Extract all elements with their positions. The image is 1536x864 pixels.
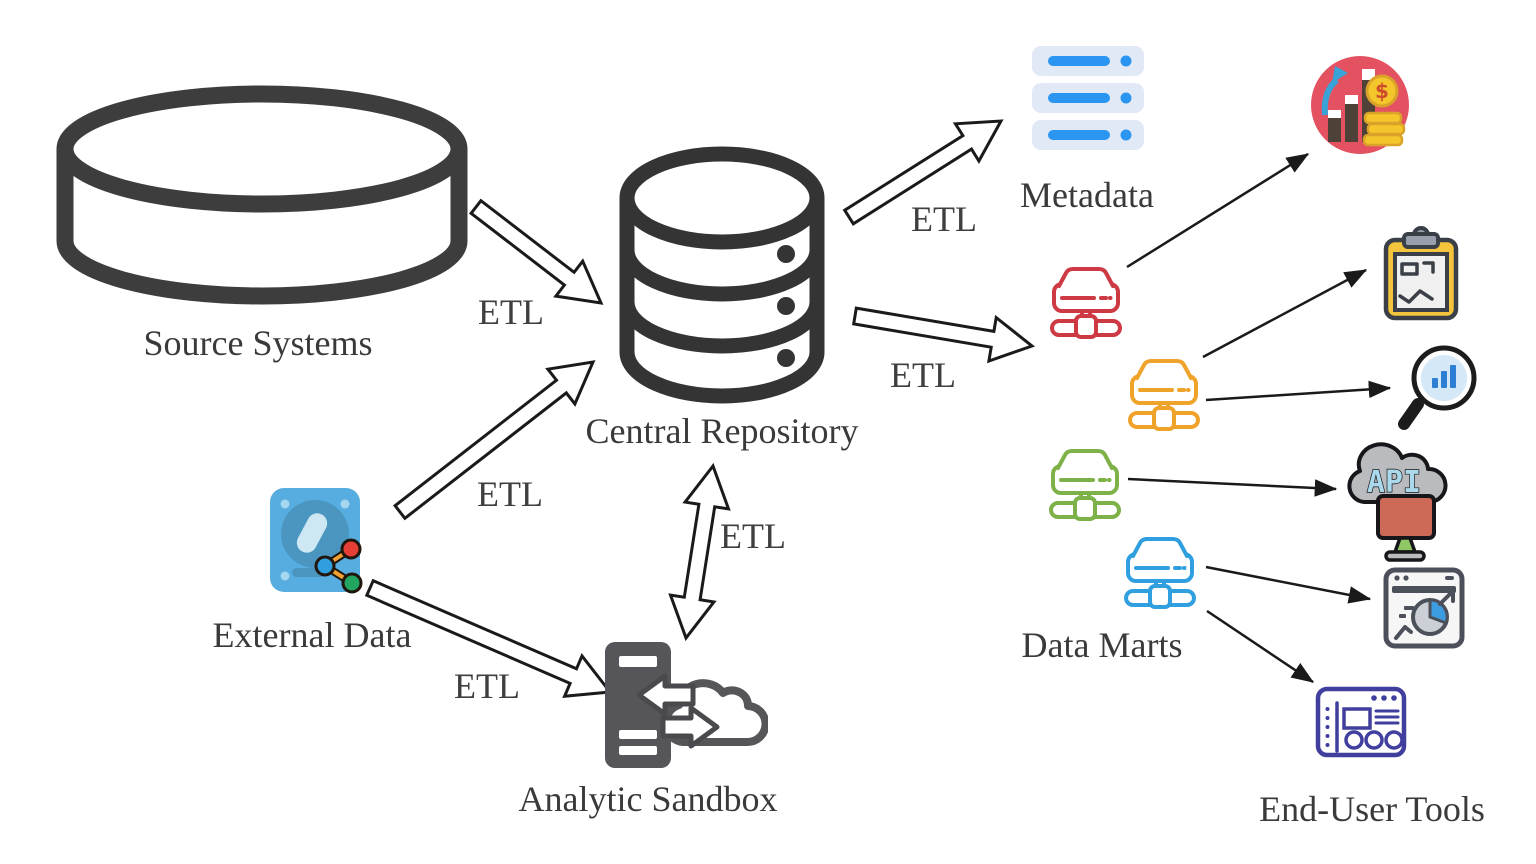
source-systems-label: Source Systems bbox=[143, 323, 373, 363]
etl-label-central-to-metadata: ETL bbox=[911, 199, 977, 239]
data-mart-green-icon bbox=[1049, 449, 1121, 521]
analytics-report-icon bbox=[1383, 226, 1459, 321]
etl-label-source-to-central: ETL bbox=[478, 292, 544, 332]
end-user-tools-label: End-User Tools bbox=[1259, 789, 1485, 829]
arrow-external-to-central bbox=[392, 360, 596, 521]
arrow-source-to-central bbox=[468, 198, 604, 305]
svg-text:$: $ bbox=[1375, 79, 1389, 103]
data-marts-label: Data Marts bbox=[1021, 625, 1183, 665]
arrow-mart-blue-to-dashboard-tool bbox=[1206, 609, 1315, 684]
metadata-icon bbox=[1032, 46, 1144, 150]
arrow-mart-orange-to-search-tool bbox=[1205, 380, 1392, 402]
arrow-external-to-sandbox bbox=[364, 578, 613, 699]
central-repository-icon bbox=[619, 146, 825, 404]
analytic-sandbox-icon bbox=[605, 642, 768, 768]
etl-label-external-to-sandbox: ETL bbox=[454, 666, 520, 706]
external-data-label: External Data bbox=[212, 615, 412, 655]
arrow-central-sandbox-bidirectional bbox=[668, 462, 731, 642]
transfer-right-arrow-icon bbox=[660, 705, 720, 749]
arrow-mart-green-to-api-tool bbox=[1127, 477, 1338, 497]
profit-growth-icon: $ bbox=[1311, 56, 1409, 154]
data-mart-orange-icon bbox=[1128, 359, 1200, 431]
growth-arrow-icon bbox=[1321, 77, 1339, 116]
analytic-sandbox-label: Analytic Sandbox bbox=[518, 779, 778, 819]
monitor-icon bbox=[1376, 494, 1436, 540]
data-mart-blue-icon bbox=[1124, 537, 1196, 609]
external-data-icon bbox=[270, 488, 363, 594]
metadata-label: Metadata bbox=[1020, 175, 1154, 215]
arrow-central-to-metadata bbox=[842, 119, 1004, 226]
etl-label-central-to-datamarts: ETL bbox=[890, 355, 956, 395]
data-search-icon bbox=[1398, 345, 1477, 430]
arrow-mart-orange-to-report-tool bbox=[1202, 268, 1368, 359]
dollar-coin-icon bbox=[1365, 74, 1399, 108]
web-analytics-icon bbox=[1383, 567, 1465, 649]
cloud-icon bbox=[1347, 442, 1448, 504]
source-systems-icon bbox=[56, 85, 468, 305]
central-repository-label: Central Repository bbox=[585, 411, 859, 451]
api-integration-icon: API bbox=[1347, 442, 1448, 562]
data-mart-red-icon bbox=[1050, 267, 1122, 339]
etl-label-external-to-central: ETL bbox=[477, 474, 543, 514]
transfer-left-arrow-icon bbox=[636, 673, 696, 717]
arrow-mart-blue-to-webapp-tool bbox=[1205, 565, 1372, 604]
arrow-central-to-datamarts bbox=[851, 306, 1036, 364]
dashboard-panel-icon bbox=[1315, 686, 1407, 758]
etl-label-central-sandbox: ETL bbox=[720, 516, 786, 556]
arrow-mart-red-to-profit-tool bbox=[1126, 152, 1310, 269]
